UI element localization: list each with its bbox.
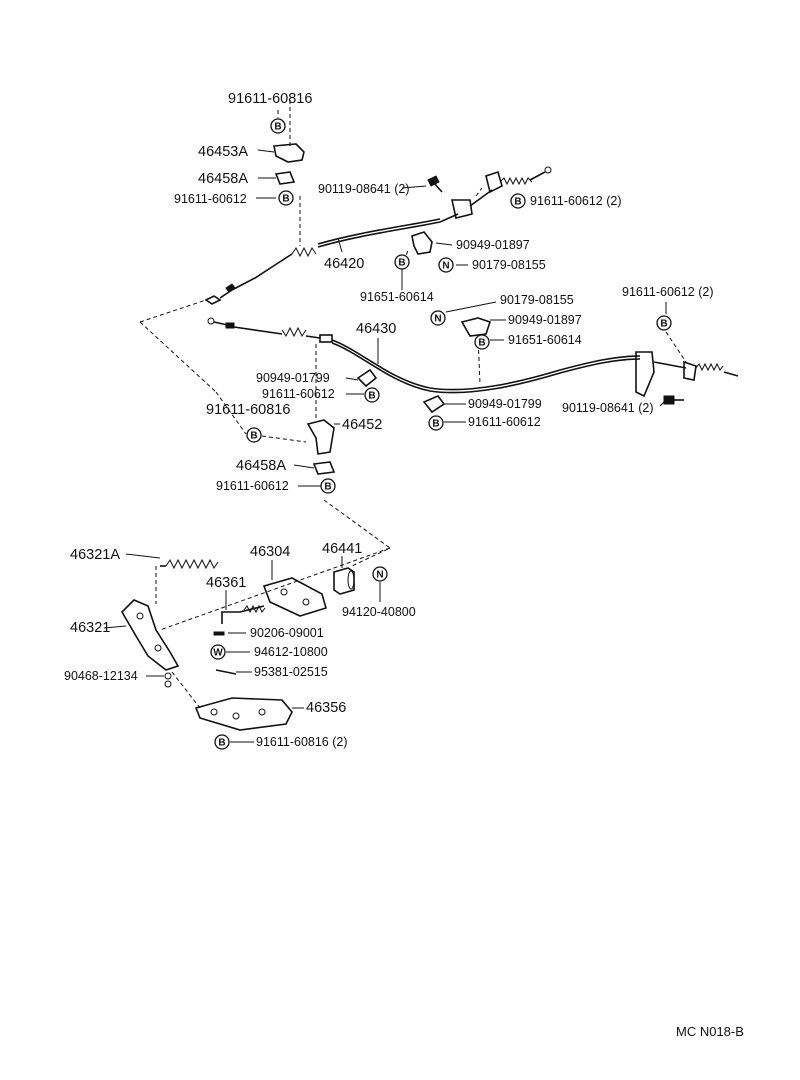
- svg-text:N: N: [442, 261, 449, 272]
- w-badge-icon: W: [210, 644, 226, 660]
- label-91611-60612-bottom: 91611-60612: [216, 479, 289, 493]
- b-badge-icon: B: [246, 427, 262, 443]
- label-46458A-bottom: 46458A: [236, 458, 286, 474]
- label-46458A-top: 46458A: [198, 171, 248, 187]
- n-badge-icon: N: [372, 566, 388, 582]
- part-labels: 91611-60816 46453A 46458A 91611-60612 90…: [64, 91, 714, 749]
- label-95381-02515: 95381-02515: [254, 665, 328, 679]
- label-91611-60816-top: 91611-60816: [228, 91, 312, 107]
- bracket-icon: [411, 231, 433, 255]
- label-91611-60612-2-right: 91611-60612 (2): [622, 285, 714, 299]
- label-91651-60614-mid: 91651-60614: [508, 333, 582, 347]
- label-46452: 46452: [342, 417, 382, 433]
- label-46441: 46441: [322, 541, 362, 557]
- cotter-pin-icon: [215, 669, 237, 675]
- b-badge-icon: B: [656, 315, 672, 331]
- equalizer-46304: [262, 577, 327, 617]
- svg-text:N: N: [434, 314, 441, 325]
- svg-text:B: B: [274, 122, 281, 133]
- clip-46458A-bottom: [312, 461, 336, 475]
- clip-icon: [356, 368, 378, 388]
- leader-lines: [103, 149, 667, 743]
- n-badge-icon: N: [430, 310, 446, 326]
- bushing-46441: [333, 567, 355, 595]
- b-badge-icon: B: [214, 734, 230, 750]
- svg-text:B: B: [514, 197, 521, 208]
- diagram-code: MC N018-B: [676, 1024, 744, 1039]
- svg-text:N: N: [376, 570, 383, 581]
- b-badge-icon: B: [320, 478, 336, 494]
- b-badge-icon: B: [364, 387, 380, 403]
- svg-text:B: B: [368, 391, 375, 402]
- label-46321A: 46321A: [70, 547, 120, 563]
- label-91611-60612-2-top: 91611-60612 (2): [530, 194, 622, 208]
- label-90179-08155-mid: 90179-08155: [500, 293, 574, 307]
- label-46321: 46321: [70, 620, 110, 636]
- bolt-icon: [427, 175, 443, 193]
- svg-text:B: B: [324, 482, 331, 493]
- clip-46458A-top: [274, 171, 296, 185]
- svg-text:W: W: [213, 648, 223, 659]
- label-90949-01897-top: 90949-01897: [456, 238, 530, 252]
- bracket-46453A: [273, 143, 305, 163]
- label-94612-10800: 94612-10800: [254, 645, 328, 659]
- label-91611-60612-mid: 91611-60612: [468, 415, 541, 429]
- bracket-icon: [460, 317, 492, 337]
- label-91611-60612-left: 91611-60612: [262, 387, 335, 401]
- label-90206-09001: 90206-09001: [250, 626, 324, 640]
- label-90179-08155-top: 90179-08155: [472, 258, 546, 272]
- svg-text:B: B: [660, 319, 667, 330]
- label-90119-08641-top: 90119-08641 (2): [318, 182, 410, 196]
- bolt-icon: [663, 395, 684, 405]
- svg-text:B: B: [250, 431, 257, 442]
- spring-pin-icon: [164, 672, 172, 688]
- label-90119-08641-right: 90119-08641 (2): [562, 401, 654, 415]
- svg-text:B: B: [282, 194, 289, 205]
- svg-text:B: B: [432, 419, 439, 430]
- label-91651-60614-top: 91651-60614: [360, 290, 434, 304]
- label-90949-01897-mid: 90949-01897: [508, 313, 582, 327]
- label-91611-60816-2-bottom: 91611-60816 (2): [256, 735, 348, 749]
- label-90949-01799-left: 90949-01799: [256, 371, 330, 385]
- svg-text:B: B: [398, 258, 405, 269]
- n-badge-icon: N: [438, 257, 454, 273]
- label-46430: 46430: [356, 321, 396, 337]
- spring-46321A: [160, 558, 219, 570]
- label-91611-60612-top: 91611-60612: [174, 192, 247, 206]
- cable-46430: [207, 317, 739, 398]
- label-91611-60816-left: 91611-60816: [206, 402, 290, 418]
- clip-icon: [422, 395, 446, 414]
- b-badge-icon: B: [270, 118, 286, 134]
- label-46453A: 46453A: [198, 144, 248, 160]
- cable-46420: [204, 166, 552, 305]
- b-badge-icon: B: [510, 193, 526, 209]
- cover-46356: [194, 697, 293, 731]
- b-badge-icon: B: [474, 334, 490, 350]
- label-46361: 46361: [206, 575, 246, 591]
- label-46356: 46356: [306, 700, 346, 716]
- label-94120-40800: 94120-40800: [342, 605, 416, 619]
- svg-text:B: B: [218, 738, 225, 749]
- b-badge-icon: B: [278, 190, 294, 206]
- label-46420: 46420: [324, 256, 364, 272]
- b-badge-icon: B: [394, 254, 410, 270]
- pin-icon: [213, 631, 225, 636]
- label-90949-01799-mid: 90949-01799: [468, 397, 542, 411]
- b-badge-icon: B: [428, 415, 444, 431]
- svg-text:B: B: [478, 338, 485, 349]
- label-46304: 46304: [250, 544, 290, 560]
- rod-46361: [221, 604, 266, 624]
- bracket-46452: [306, 419, 335, 455]
- lever-46321: [120, 599, 180, 671]
- label-90468-12134: 90468-12134: [64, 669, 138, 683]
